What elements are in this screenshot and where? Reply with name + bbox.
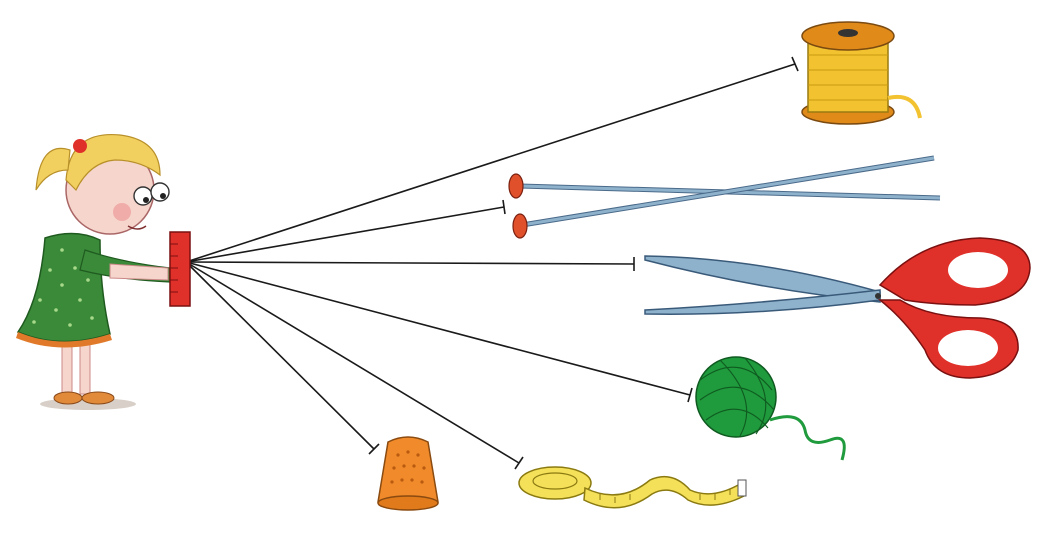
girl-with-ruler-icon <box>16 133 191 410</box>
end-cap-thimble <box>368 443 380 455</box>
scissors-icon <box>644 237 1031 379</box>
end-cap-needles <box>502 199 506 215</box>
end-cap-yarn <box>687 387 693 403</box>
measure-lines <box>185 56 799 470</box>
measuring-tape-icon <box>518 466 747 509</box>
end-cap-tape <box>514 456 524 470</box>
end-cap-spool <box>791 56 799 72</box>
line-to-thimble <box>185 261 375 450</box>
line-to-tape <box>185 261 520 464</box>
line-to-spool <box>185 63 796 263</box>
thread-spool-icon <box>801 21 922 125</box>
line-to-needles <box>185 206 505 263</box>
line-to-yarn <box>185 261 691 396</box>
yarn-ball-icon <box>695 356 846 461</box>
thimble-icon <box>377 436 439 511</box>
line-to-scissors <box>185 261 635 265</box>
knitting-needles-icon <box>508 155 941 239</box>
